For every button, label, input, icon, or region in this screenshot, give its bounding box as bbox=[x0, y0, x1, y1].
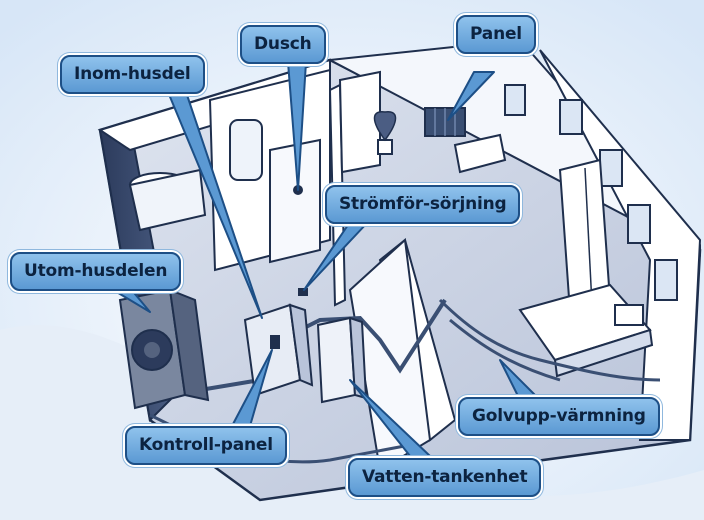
bed-icon bbox=[518, 283, 654, 378]
sofa-icon bbox=[453, 133, 507, 174]
bathroom-counter bbox=[128, 168, 207, 232]
callout-pointers bbox=[109, 61, 541, 457]
floor-heating-pipes bbox=[438, 298, 661, 382]
solar-panel-icon bbox=[424, 107, 466, 137]
label-panel: Panel bbox=[456, 15, 536, 54]
label-kontroll-panel: Kontroll-panel bbox=[125, 426, 287, 465]
label-inom-husdel: Inom-husdel bbox=[60, 55, 205, 94]
door-frame bbox=[338, 70, 381, 174]
label-vatten-tankenhet: Vatten-tankenhet bbox=[348, 458, 542, 497]
label-golvuppvarmning: Golvupp-värmning bbox=[458, 397, 660, 436]
shower-cabin bbox=[269, 138, 321, 264]
control-panel-icon bbox=[270, 335, 280, 349]
label-utom-husdelen: Utom-husdelen bbox=[10, 252, 182, 291]
plant-icon bbox=[373, 111, 397, 155]
power-supply-icon bbox=[298, 288, 308, 296]
label-dusch: Dusch bbox=[240, 25, 326, 64]
label-stromforsorjning: Strömför-sörjning bbox=[325, 185, 521, 224]
shower-door bbox=[229, 119, 263, 181]
window-icon bbox=[504, 84, 678, 301]
outdoor-unit-icon bbox=[118, 288, 210, 410]
